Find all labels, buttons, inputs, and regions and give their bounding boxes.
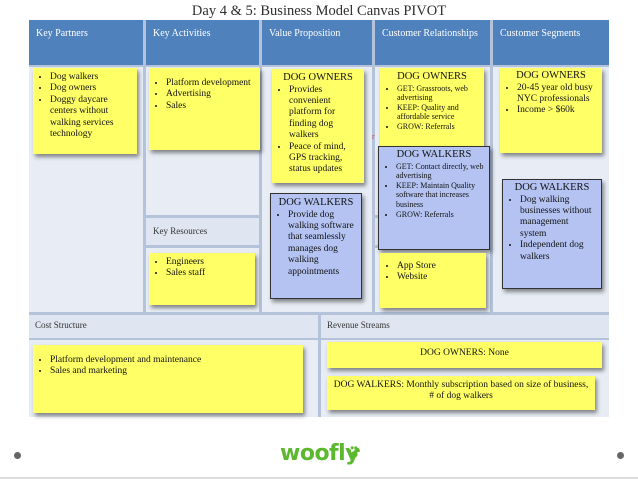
sticky-note-vp-dog-owners: DOG OWNERS Provides convenient platform … [272, 69, 364, 183]
list-item: App Store [397, 261, 481, 272]
list-item: GET: Contact directly, web advertising [396, 162, 484, 181]
list-item: Sales staff [166, 268, 250, 279]
list-item: Advertising [166, 89, 255, 100]
list-item: Dog walkers [50, 72, 132, 83]
list-item: Income > $60k [517, 105, 597, 116]
revenue-walkers-text: Monthly subscription based on size of bu… [404, 380, 589, 402]
slide-pin-right [617, 452, 624, 459]
list-item: 20-45 year old busy NYC professionals [517, 83, 597, 106]
list-item: Sales [166, 101, 255, 112]
header-customer-relationships: Customer Relationships [375, 20, 490, 65]
header-key-partners: Key Partners [29, 20, 143, 65]
list-item: Independent dog walkers [520, 240, 596, 263]
revenue-streams-label: Revenue Streams [327, 320, 390, 330]
list-item: Provides convenient platform for finding… [289, 85, 359, 142]
note-title: DOG OWNERS [397, 71, 467, 82]
list-item: Platform development and maintenance [50, 355, 298, 366]
cost-structure-label-cell [29, 315, 318, 338]
sticky-note-cs-dog-owners: DOG OWNERS 20-45 year old busy NYC profe… [500, 68, 602, 153]
sticky-note-key-partners: Dog walkers Dog owners Doggy daycare cen… [33, 68, 137, 154]
header-key-activities: Key Activities [146, 20, 259, 65]
list-item: KEEP: Quality and affordable service [397, 103, 479, 122]
cost-structure-label: Cost Structure [35, 320, 87, 330]
sticky-note-cost-structure: Platform development and maintenance Sal… [33, 345, 303, 413]
paw-icon [348, 446, 360, 458]
note-title: DOG WALKERS [278, 197, 354, 208]
sticky-note-revenue-dog-owners: DOG OWNERS: None [327, 342, 602, 368]
sticky-note-cr-dog-owners: DOG OWNERS GET: Grassroots, web advertis… [380, 68, 484, 152]
list-item: Dog owners [50, 83, 132, 94]
woofly-logo: woofly [280, 441, 360, 466]
list-item: Peace of mind, GPS tracking, status upda… [289, 142, 359, 176]
sticky-note-revenue-dog-walkers: DOG WALKERS: Monthly subscription based … [327, 376, 595, 410]
note-title: DOG OWNERS [283, 72, 353, 83]
header-value-proposition: Value Proposition [262, 20, 372, 65]
list-item: Doggy daycare centers without walking se… [50, 95, 132, 141]
note-title: DOG WALKERS [514, 182, 590, 193]
header-customer-segments: Customer Segments [493, 20, 609, 65]
list-item: Website [397, 272, 481, 283]
underlying-text-fragment: r [372, 132, 375, 141]
note-title: DOG OWNERS [516, 70, 586, 81]
revenue-owners-label: DOG OWNERS: [420, 348, 486, 358]
note-title: DOG WALKERS [396, 149, 472, 160]
slide-title: Day 4 & 5: Business Model Canvas PIVOT [191, 3, 447, 19]
slide-pin-left [14, 452, 21, 459]
revenue-owners-text: None [485, 348, 509, 358]
list-item: Engineers [166, 257, 250, 268]
sticky-note-key-activities: Platform development Advertising Sales [149, 68, 260, 150]
sticky-note-cr-dog-walkers: DOG WALKERS GET: Contact directly, web a… [378, 146, 490, 250]
list-item: Sales and marketing [50, 366, 298, 377]
key-resources-label-cell [146, 218, 259, 245]
sticky-note-channels: App Store Website [380, 253, 486, 308]
revenue-walkers-label: DOG WALKERS: [333, 380, 405, 390]
list-item: GET: Grassroots, web advertising [397, 84, 479, 103]
sticky-note-vp-dog-walkers: DOG WALKERS Provide dog walking software… [270, 193, 362, 299]
list-item: KEEP: Maintain Quality software that inc… [396, 181, 484, 210]
list-item: GROW: Referrals [397, 122, 479, 132]
list-item: Platform development [166, 78, 255, 89]
revenue-streams-label-cell [321, 315, 609, 338]
list-item: Dog walking businesses without managemen… [520, 195, 596, 241]
list-item: Provide dog walking software that seamle… [288, 210, 356, 278]
key-resources-label: Key Resources [153, 226, 208, 236]
list-item: GROW: Referrals [396, 210, 484, 220]
sticky-note-cs-dog-walkers: DOG WALKERS Dog walking businesses witho… [502, 179, 602, 289]
sticky-note-key-resources: Engineers Sales staff [149, 253, 255, 305]
slide-bottom-edge [0, 477, 638, 479]
